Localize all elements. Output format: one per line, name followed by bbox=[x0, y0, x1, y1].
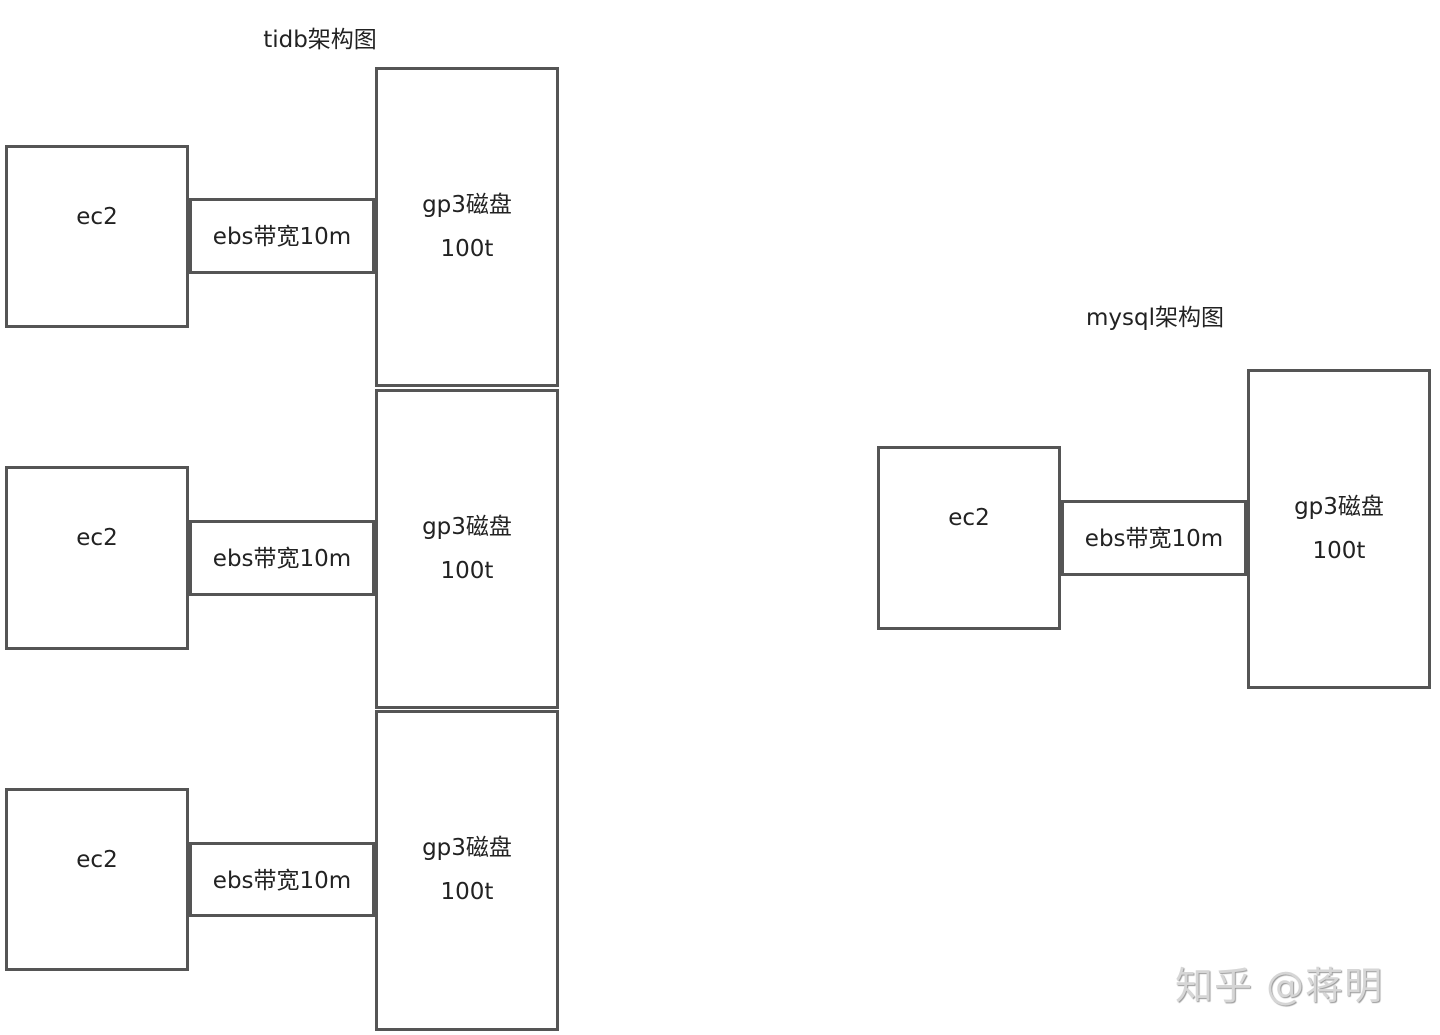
ec2-label: ec2 bbox=[948, 505, 990, 531]
tidb-ebs-link-2: ebs带宽10m bbox=[189, 520, 375, 596]
disk-size: 100t bbox=[1312, 538, 1366, 564]
tidb-ec2-node-2: ec2 bbox=[5, 466, 189, 650]
disk-label: gp3磁盘 bbox=[422, 192, 512, 218]
tidb-gp3-disk-1: gp3磁盘 100t bbox=[375, 67, 559, 387]
ec2-label: ec2 bbox=[76, 847, 118, 873]
disk-size: 100t bbox=[440, 879, 494, 905]
tidb-gp3-disk-3: gp3磁盘 100t bbox=[375, 710, 559, 1031]
disk-label: gp3磁盘 bbox=[422, 835, 512, 861]
watermark: 知乎 @蒋明 bbox=[1175, 964, 1384, 1008]
mysql-gp3-disk: gp3磁盘 100t bbox=[1247, 369, 1431, 689]
mysql-diagram-title: mysql架构图 bbox=[1086, 305, 1224, 331]
tidb-diagram-title: tidb架构图 bbox=[263, 27, 377, 53]
tidb-ebs-link-3: ebs带宽10m bbox=[189, 842, 375, 917]
mysql-ebs-link: ebs带宽10m bbox=[1061, 500, 1247, 576]
tidb-ec2-node-1: ec2 bbox=[5, 145, 189, 328]
tidb-gp3-disk-2: gp3磁盘 100t bbox=[375, 389, 559, 709]
ec2-label: ec2 bbox=[76, 525, 118, 551]
ebs-label: ebs带宽10m bbox=[212, 224, 352, 250]
mysql-ec2-node: ec2 bbox=[877, 446, 1061, 630]
disk-label: gp3磁盘 bbox=[422, 514, 512, 540]
disk-label: gp3磁盘 bbox=[1294, 494, 1384, 520]
ebs-label: ebs带宽10m bbox=[212, 868, 352, 894]
disk-size: 100t bbox=[440, 236, 494, 262]
tidb-ebs-link-1: ebs带宽10m bbox=[189, 198, 375, 274]
ec2-label: ec2 bbox=[76, 204, 118, 230]
ebs-label: ebs带宽10m bbox=[212, 546, 352, 572]
tidb-ec2-node-3: ec2 bbox=[5, 788, 189, 971]
disk-size: 100t bbox=[440, 558, 494, 584]
ebs-label: ebs带宽10m bbox=[1084, 526, 1224, 552]
